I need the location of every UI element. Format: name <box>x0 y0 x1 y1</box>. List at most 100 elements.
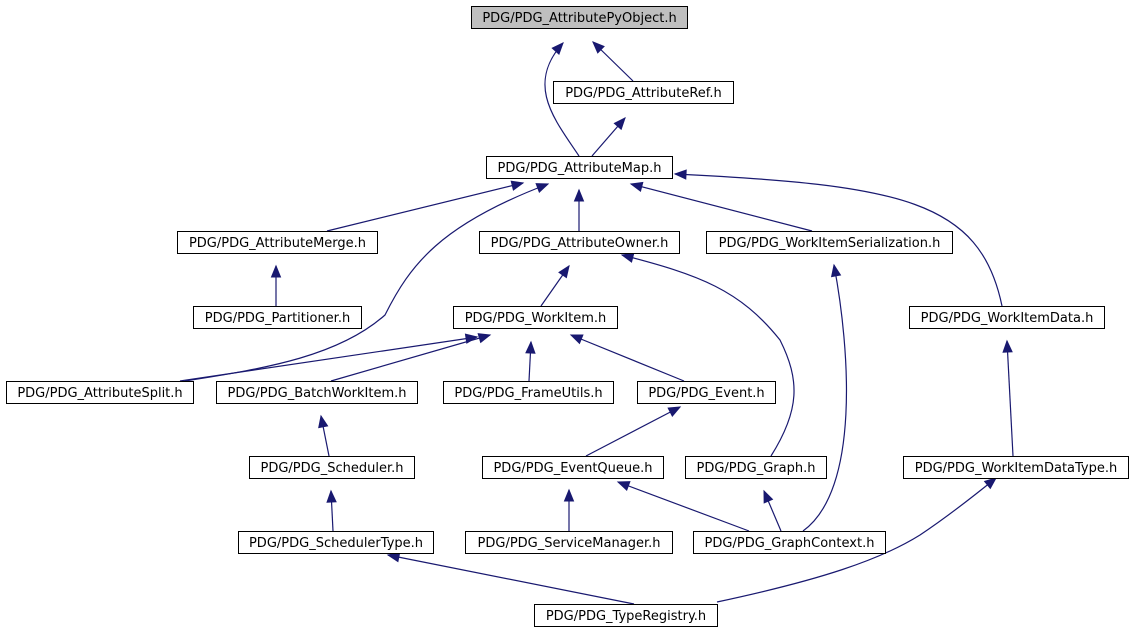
edge-line <box>326 182 524 232</box>
node-frameutils[interactable]: PDG/PDG_FrameUtils.h <box>443 381 614 404</box>
node-typeregistry[interactable]: PDG/PDG_TypeRegistry.h <box>534 604 718 627</box>
node-label: PDG/PDG_WorkItemData.h <box>921 311 1094 326</box>
node-servicemanager[interactable]: PDG/PDG_ServiceManager.h <box>465 531 673 554</box>
edge-graphcontext-to-workitemserialization <box>802 263 848 532</box>
edge-attributemap-to-attributeref <box>591 117 626 157</box>
node-label: PDG/PDG_WorkItemDataType.h <box>915 461 1118 476</box>
edge-attributeowner-to-attributemap <box>573 188 585 231</box>
node-box <box>909 306 1105 329</box>
node-label: PDG/PDG_AttributeMap.h <box>498 161 662 176</box>
node-eventqueue[interactable]: PDG/PDG_EventQueue.h <box>482 456 664 479</box>
edge-line <box>802 264 848 532</box>
node-box <box>193 306 362 329</box>
edge-graphcontext-to-graph <box>763 489 782 532</box>
node-box <box>706 231 953 254</box>
edge-batchworkitem-to-workitem <box>330 333 492 382</box>
node-attributesplit[interactable]: PDG/PDG_AttributeSplit.h <box>6 381 194 404</box>
edge-attributemerge-to-attributemap <box>326 180 525 232</box>
edge-graphcontext-to-eventqueue <box>616 481 750 532</box>
node-attributeowner[interactable]: PDG/PDG_AttributeOwner.h <box>479 231 680 254</box>
node-attributemap[interactable]: PDG/PDG_AttributeMap.h <box>486 156 673 179</box>
node-graphcontext[interactable]: PDG/PDG_GraphContext.h <box>693 531 886 554</box>
node-box <box>637 381 776 404</box>
arrowhead-icon <box>573 188 585 202</box>
arrowhead-icon <box>551 42 564 56</box>
edge-servicemanager-to-eventqueue <box>563 488 575 531</box>
node-box <box>216 381 418 404</box>
node-label: PDG/PDG_Partitioner.h <box>205 311 350 326</box>
node-attributemerge[interactable]: PDG/PDG_AttributeMerge.h <box>177 231 378 254</box>
arrowhead-icon <box>629 181 644 192</box>
node-label: PDG/PDG_Scheduler.h <box>261 461 404 476</box>
node-scheduler[interactable]: PDG/PDG_Scheduler.h <box>249 456 415 479</box>
node-label: PDG/PDG_AttributeOwner.h <box>491 236 669 251</box>
arrowhead-icon <box>616 481 631 491</box>
node-box <box>443 381 614 404</box>
edge-typeregistry-to-schedulertype <box>386 552 635 605</box>
edge-attributeref-to-attributepyobject <box>592 41 634 82</box>
node-box <box>249 456 415 479</box>
node-graph[interactable]: PDG/PDG_Graph.h <box>685 456 827 479</box>
node-event[interactable]: PDG/PDG_Event.h <box>637 381 776 404</box>
arrowhead-icon <box>535 183 550 193</box>
node-label: PDG/PDG_Event.h <box>648 386 764 401</box>
arrowhead-icon <box>510 180 525 191</box>
edge-line <box>184 183 549 382</box>
arrowhead-icon <box>830 263 842 278</box>
edge-line <box>570 334 685 382</box>
edge-workitemdata-to-attributemap <box>673 169 1003 307</box>
node-label: PDG/PDG_AttributeRef.h <box>565 86 722 101</box>
node-box <box>453 306 618 329</box>
edge-schedulertype-to-scheduler <box>326 489 337 532</box>
node-workitemserialization[interactable]: PDG/PDG_WorkItemSerialization.h <box>706 231 953 254</box>
node-label: PDG/PDG_BatchWorkItem.h <box>228 386 407 401</box>
node-box <box>177 231 378 254</box>
node-label: PDG/PDG_GraphContext.h <box>705 536 875 551</box>
node-label: PDG/PDG_TypeRegistry.h <box>546 609 706 624</box>
node-box <box>553 81 734 104</box>
edge-line <box>621 254 795 457</box>
arrowhead-icon <box>613 117 626 131</box>
node-schedulertype[interactable]: PDG/PDG_SchedulerType.h <box>238 531 434 554</box>
edge-workitem-to-attributeowner <box>540 264 570 307</box>
arrowhead-icon <box>673 169 687 180</box>
edges-layer <box>179 41 1014 605</box>
node-box <box>6 381 194 404</box>
node-batchworkitem[interactable]: PDG/PDG_BatchWorkItem.h <box>216 381 418 404</box>
arrowhead-icon <box>1002 339 1013 353</box>
node-box <box>238 531 434 554</box>
node-label: PDG/PDG_AttributeMerge.h <box>189 236 366 251</box>
arrowhead-icon <box>326 489 337 503</box>
node-attributeref[interactable]: PDG/PDG_AttributeRef.h <box>553 81 734 104</box>
edge-line <box>387 554 635 605</box>
edge-attributesplit-to-attributemap <box>184 183 550 382</box>
edge-line <box>674 173 1003 307</box>
arrowhead-icon <box>563 488 575 502</box>
arrowhead-icon <box>558 264 570 279</box>
edge-event-to-workitem <box>569 334 685 382</box>
node-box <box>482 456 664 479</box>
node-workitemdatatype[interactable]: PDG/PDG_WorkItemDataType.h <box>903 456 1129 479</box>
node-workitemdata[interactable]: PDG/PDG_WorkItemData.h <box>909 306 1105 329</box>
node-box <box>465 531 673 554</box>
edge-frameutils-to-workitem <box>525 340 536 382</box>
arrowhead-icon <box>386 552 401 563</box>
edge-line <box>716 477 997 603</box>
node-partitioner[interactable]: PDG/PDG_Partitioner.h <box>193 306 362 329</box>
edge-partitioner-to-attributemerge <box>270 264 282 306</box>
node-workitem[interactable]: PDG/PDG_WorkItem.h <box>453 306 618 329</box>
node-box <box>486 156 673 179</box>
node-label: PDG/PDG_Graph.h <box>697 461 816 476</box>
edge-line <box>179 336 478 382</box>
edge-workitemdatatype-to-workitemdata <box>1002 339 1014 457</box>
edge-workitemserialization-to-attributemap <box>629 181 813 232</box>
node-attributepyobject[interactable]: PDG/PDG_AttributePyObject.h <box>471 6 688 29</box>
edge-line <box>585 406 681 457</box>
node-label: PDG/PDG_AttributeSplit.h <box>17 386 182 401</box>
arrowhead-icon <box>620 252 635 263</box>
node-label: PDG/PDG_ServiceManager.h <box>478 536 661 551</box>
nodes-layer: PDG/PDG_AttributePyObject.hPDG/PDG_Attri… <box>6 6 1129 627</box>
edge-line <box>544 42 580 157</box>
arrowhead-icon <box>763 489 774 504</box>
